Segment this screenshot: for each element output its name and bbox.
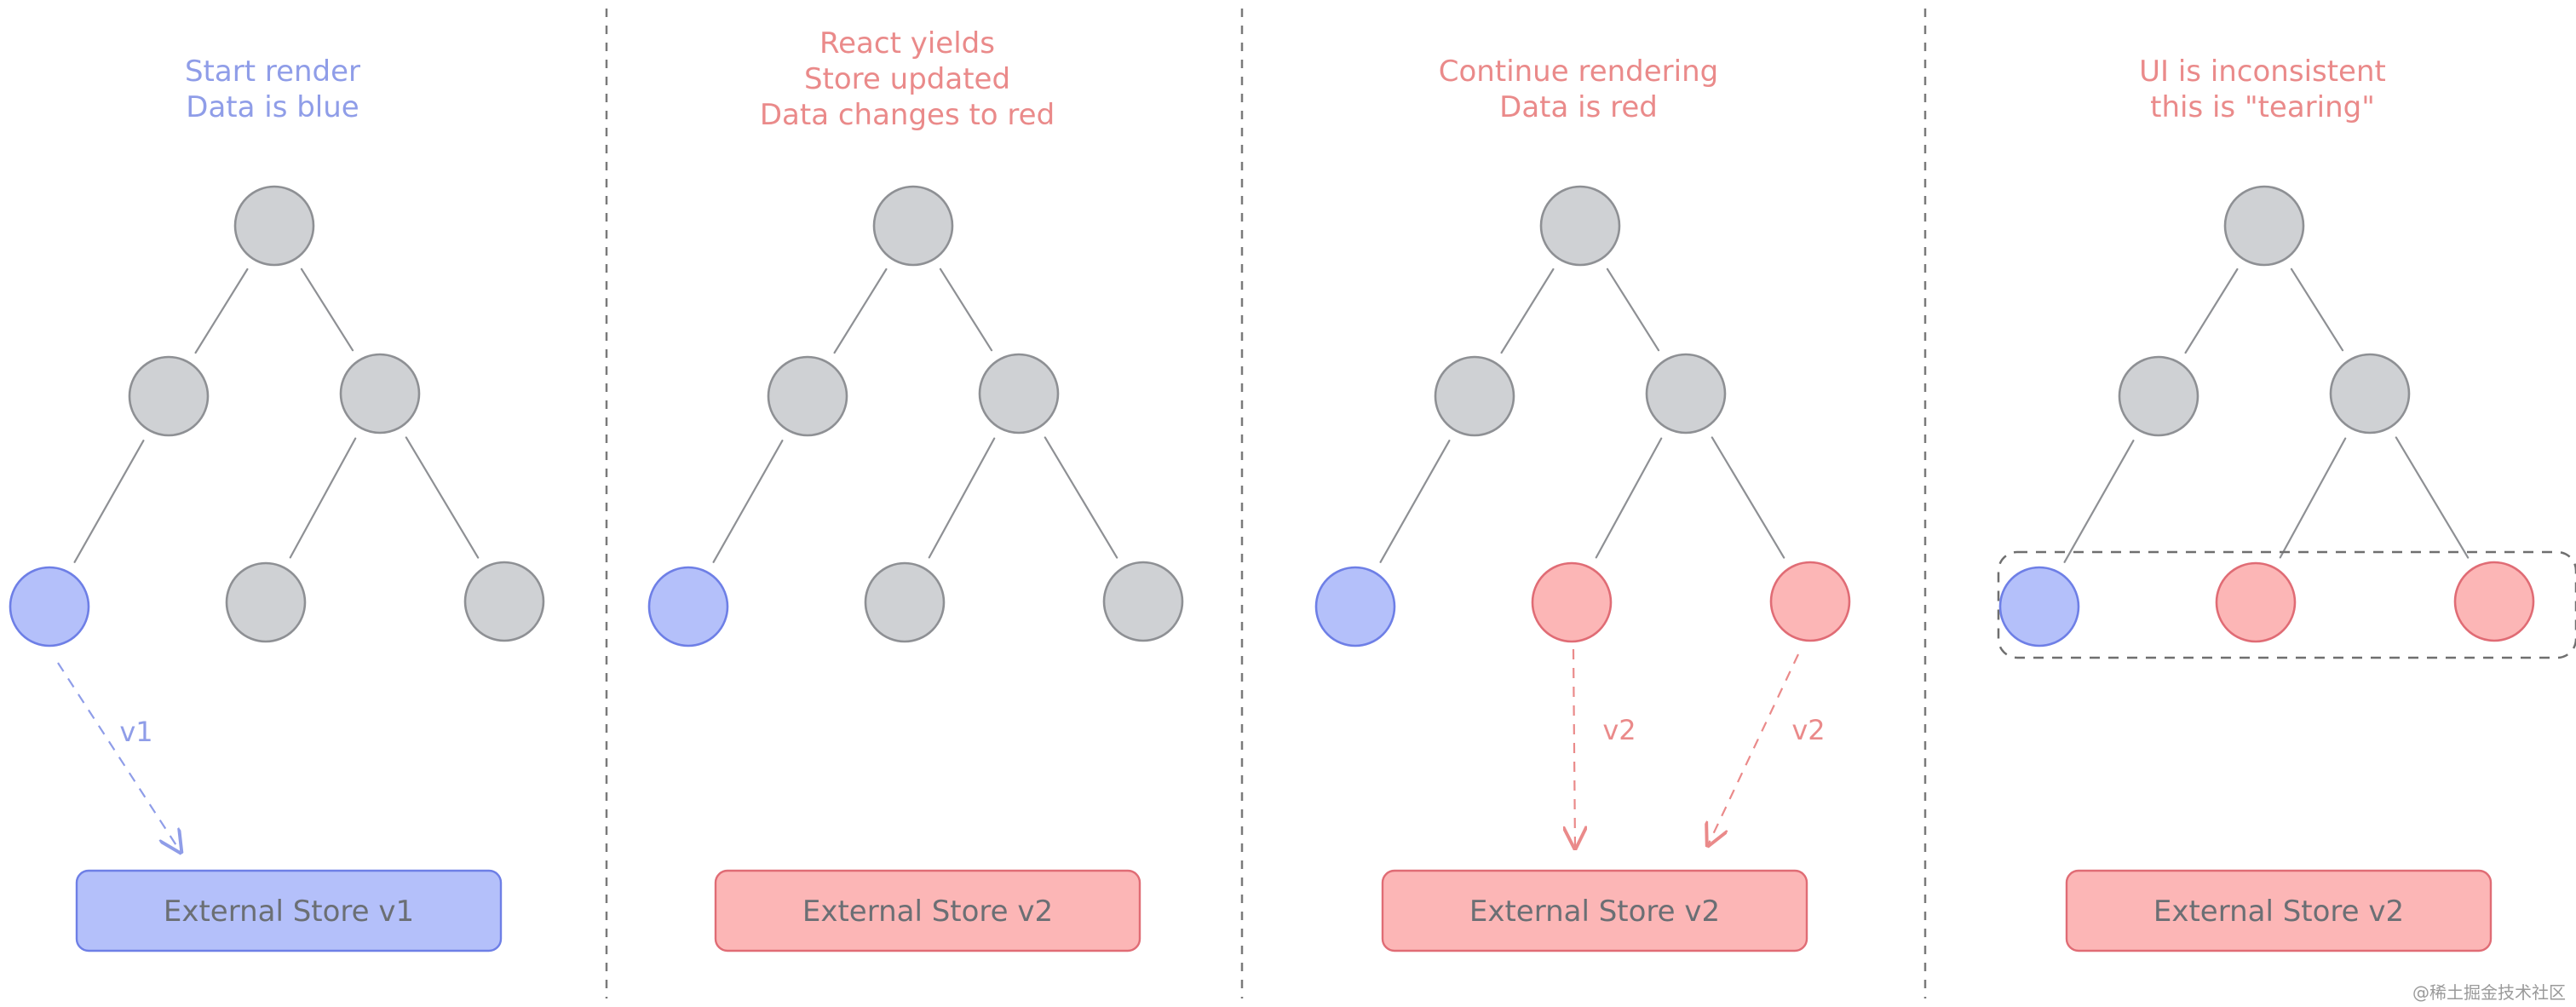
caption-line: UI is inconsistent <box>2139 55 2386 89</box>
tree-edge <box>1379 440 1451 563</box>
tree-edge <box>2063 440 2135 563</box>
leaf-node-red <box>2453 561 2535 642</box>
middle-node-left <box>767 355 848 437</box>
tree-edge <box>1711 436 1785 559</box>
caption-line: Store updated <box>804 62 1010 96</box>
external-store-label: External Store v2 <box>802 895 1053 929</box>
tree-edge <box>1595 437 1663 559</box>
tree-edge <box>289 437 357 559</box>
external-store-box <box>2065 869 2493 952</box>
middle-node-right <box>339 353 421 434</box>
data-read-arrow <box>57 662 181 852</box>
data-read-arrow <box>1573 648 1575 848</box>
arrow-label: v1 <box>119 716 152 748</box>
leaf-node-blue <box>1314 566 1396 647</box>
root-node <box>2223 185 2305 267</box>
external-store-box <box>75 869 503 952</box>
caption-line: Start render <box>185 55 360 89</box>
leaf-node-gray <box>463 561 545 642</box>
caption-line: Data changes to red <box>760 98 1055 132</box>
caption-line: Data is red <box>1499 90 1658 124</box>
middle-node-left <box>1434 355 1515 437</box>
middle-node-right <box>978 353 1060 434</box>
root-node <box>233 185 315 267</box>
leaf-node-gray <box>864 561 946 643</box>
tree-edge <box>833 268 888 354</box>
tree-edge <box>73 440 145 563</box>
tree-edge <box>2395 436 2470 559</box>
external-store-box <box>1381 869 1808 952</box>
external-store-box <box>714 869 1141 952</box>
leaf-node-blue <box>647 566 729 647</box>
middle-node-right <box>2329 353 2411 434</box>
external-store-label: External Store v1 <box>164 895 414 929</box>
caption-line: React yields <box>819 26 995 60</box>
data-read-arrow <box>1708 653 1799 845</box>
tree-edge <box>405 436 480 559</box>
middle-node-right <box>1645 353 1727 434</box>
leaf-node-blue <box>1998 566 2080 647</box>
tree-edge <box>1606 268 1660 352</box>
root-node <box>1539 185 1621 267</box>
tree-edge <box>2279 437 2347 559</box>
middle-node-left <box>128 355 210 437</box>
caption-line: Data is blue <box>186 90 359 124</box>
tree-edge <box>2290 268 2344 352</box>
tree-edge <box>2184 268 2239 354</box>
leaf-node-red <box>2215 561 2297 643</box>
tree-edge <box>300 268 354 352</box>
middle-node-left <box>2118 355 2199 437</box>
tree-edge <box>712 440 784 563</box>
leaf-node-gray <box>1102 561 1184 642</box>
leaf-node-gray <box>225 561 307 643</box>
external-store-label: External Store v2 <box>2153 895 2404 929</box>
leaf-node-red <box>1769 561 1851 642</box>
tree-edge <box>939 268 993 352</box>
caption-line: this is "tearing" <box>2150 90 2375 124</box>
tree-edge <box>1044 436 1118 559</box>
arrow-label: v2 <box>1791 714 1825 746</box>
watermark: @稀土掘金技术社区 <box>2412 982 2566 1003</box>
leaf-node-red <box>1531 561 1613 643</box>
tree-edge <box>194 268 249 354</box>
caption-line: Continue rendering <box>1439 55 1718 89</box>
root-node <box>872 185 954 267</box>
external-store-label: External Store v2 <box>1469 895 1720 929</box>
arrow-label: v2 <box>1602 714 1636 746</box>
tree-edge <box>928 437 996 559</box>
tearing-group-box <box>1997 550 2576 659</box>
tree-edge <box>1500 268 1555 354</box>
leaf-node-blue <box>9 566 90 647</box>
